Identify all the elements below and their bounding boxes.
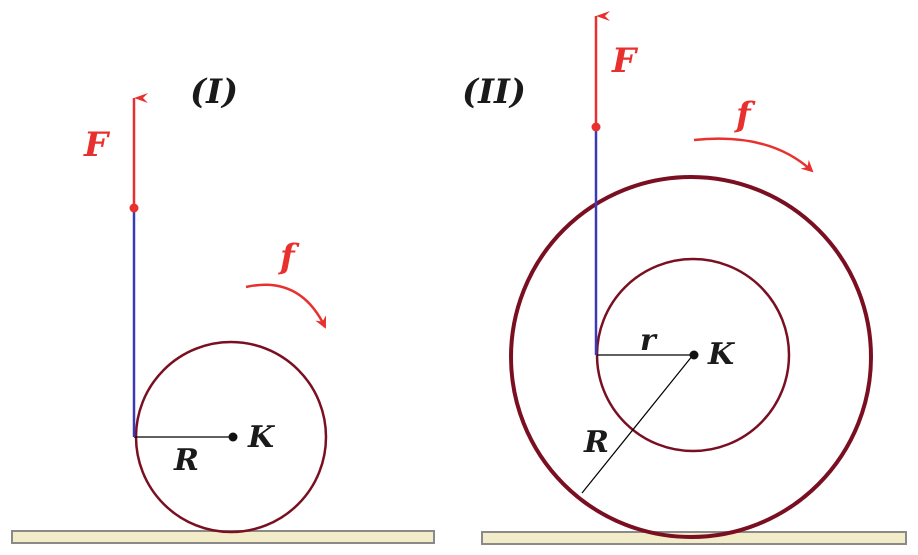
rotation-arrow-1 [245, 283, 327, 329]
force-point-2 [591, 122, 601, 132]
center-point-2 [689, 350, 699, 360]
rotation-label-2: f [734, 95, 756, 135]
outer-radius-line-2 [581, 354, 694, 494]
center-point-1 [228, 432, 238, 442]
outer-wheel-2 [509, 175, 873, 539]
center-label-1: K [247, 420, 276, 455]
panel-2: (II) F f K r R [462, 11, 907, 545]
rotation-label-1: f [278, 237, 300, 277]
force-point-1 [129, 203, 139, 213]
panel-label-2: (II) [462, 72, 526, 112]
center-label-2: K [707, 337, 736, 372]
rotation-arrow-2 [693, 137, 814, 173]
force-label-2: F [611, 41, 639, 81]
radius-label-1: R [173, 443, 199, 478]
outer-radius-label-2: R [583, 425, 609, 460]
panel-1: (I) F f K R [11, 72, 435, 544]
inner-radius-label-2: r [640, 323, 658, 358]
force-label-1: F [83, 125, 111, 165]
panel-label-1: (I) [190, 72, 238, 112]
